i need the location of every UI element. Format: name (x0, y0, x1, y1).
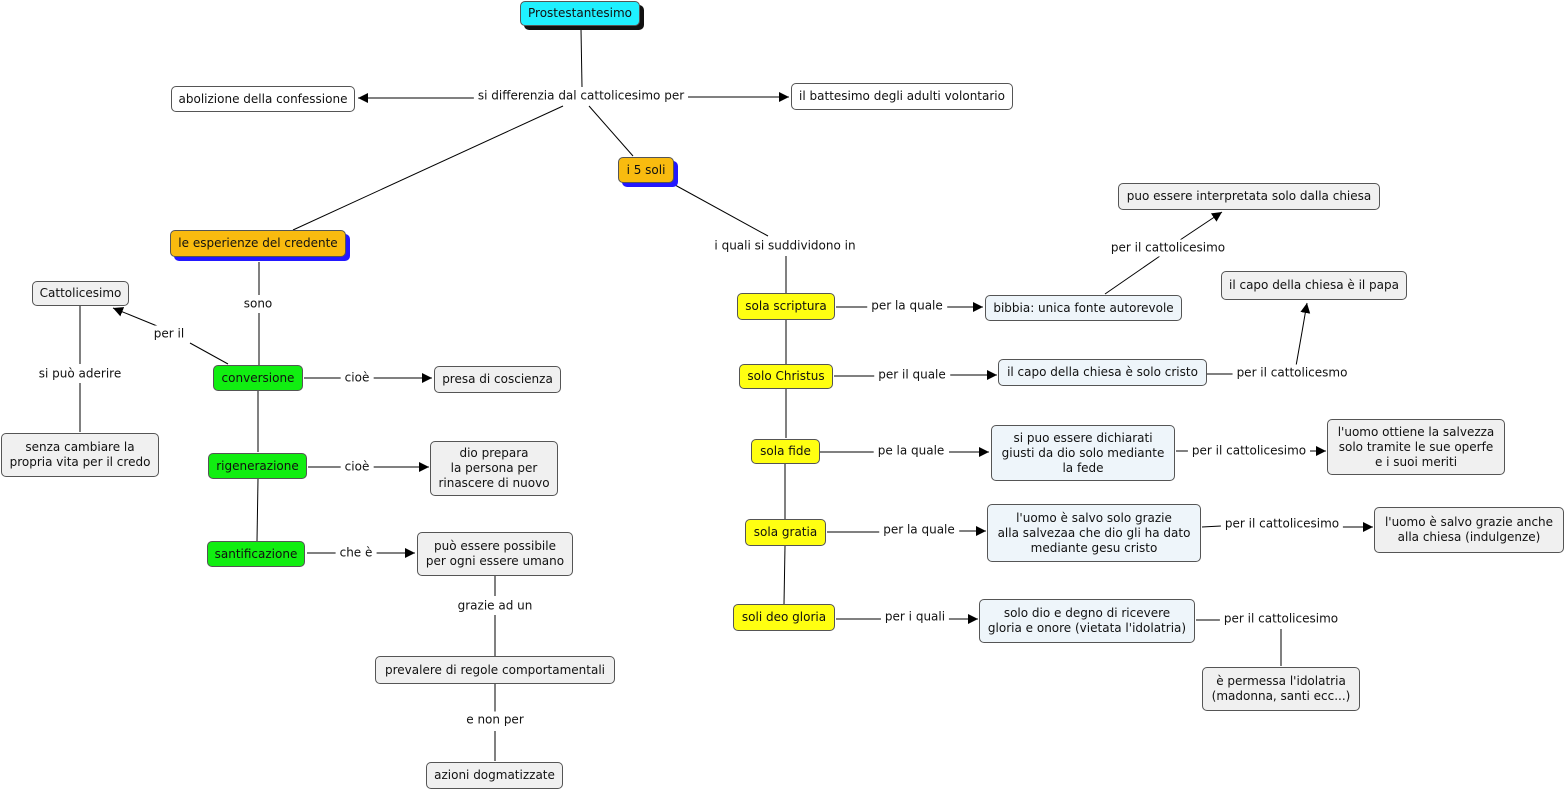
link-label-si-differenzia: si differenzia dal cattolicesimo per (473, 87, 689, 105)
concept-salvezza-opere[interactable]: l'uomo ottiene la salvezza solo tramite … (1327, 419, 1505, 475)
link-line (783, 545, 786, 605)
link-label-i-quali: i quali si suddividono in (710, 237, 860, 255)
concept-soli-deo-gloria[interactable]: soli deo gloria (733, 604, 835, 631)
link-line (189, 342, 229, 365)
link-line (1295, 331, 1303, 367)
concept-solo-dio-gloria[interactable]: solo dio e degno di ricevere gloria e on… (979, 599, 1195, 643)
link-label-per-il-cattolicesimo: per il cattolicesimo (1106, 239, 1230, 257)
link-label-e-non-per: e non per (462, 711, 528, 729)
link-arrow (1300, 302, 1311, 333)
link-label-per-la-quale: per la quale (879, 521, 959, 539)
link-label-pe-la-quale: pe la quale (873, 442, 949, 460)
concept-idolatria-permessa[interactable]: è permessa l'idolatria (madonna, santi e… (1202, 667, 1360, 711)
concept-abolizione-confessione[interactable]: abolizione della confessione (171, 86, 355, 112)
concept-presa-coscienza[interactable]: presa di coscienza (434, 366, 561, 393)
link-label-per-il-cattolicesimo: per il cattolicesimo (1220, 515, 1344, 533)
link-label-per-il-cattolicesimo: per il cattolicesimo (1219, 610, 1343, 628)
link-label-per-il-cattolicesimo: per il cattolicesimo (1187, 442, 1311, 460)
concept-interpretata-chiesa[interactable]: puo essere interpretata solo dalla chies… (1118, 183, 1380, 210)
concept-prostestantesimo[interactable]: Prostestantesimo (520, 1, 640, 26)
link-label-che-e: che è (335, 544, 377, 562)
link-label-per-il: per il (149, 325, 189, 343)
concept-salvo-chiesa-indulgenze[interactable]: l'uomo è salvo grazie anche alla chiesa … (1374, 507, 1564, 553)
link-label-cioe: cioè (340, 458, 374, 476)
concept-santificazione[interactable]: santificazione (207, 541, 305, 567)
link-arrow (112, 307, 163, 329)
concept-azioni-dogmatizzate[interactable]: azioni dogmatizzate (426, 762, 563, 789)
concept-possibile-ogni-essere[interactable]: può essere possibile per ogni essere uma… (417, 532, 573, 576)
concept-rigenerazione[interactable]: rigenerazione (208, 453, 307, 479)
concept-prevalere-regole[interactable]: prevalere di regole comportamentali (375, 656, 615, 684)
concept-dichiarati-giusti[interactable]: si puo essere dichiarati giusti da dio s… (991, 425, 1175, 481)
link-label-cioe: cioè (340, 369, 374, 387)
concept-dio-prepara[interactable]: dio prepara la persona per rinascere di … (430, 441, 558, 496)
concept-i-5-soli[interactable]: i 5 soli (618, 157, 674, 183)
link-label-per-il-cattolicesmo: per il cattolicesmo (1232, 364, 1352, 382)
concept-salvo-grazie[interactable]: l'uomo è salvo solo grazie alla salvezaa… (987, 504, 1201, 562)
link-arrow (1179, 211, 1223, 241)
link-line (674, 184, 769, 237)
concept-cattolicesimo[interactable]: Cattolicesimo (32, 281, 129, 306)
concept-battesimo-adulti[interactable]: il battesimo degli adulti volontario (791, 83, 1013, 110)
concept-bibbia-fonte[interactable]: bibbia: unica fonte autorevole (985, 295, 1182, 321)
link-line (292, 105, 564, 231)
concept-sola-scriptura[interactable]: sola scriptura (737, 293, 835, 320)
concept-sola-gratia[interactable]: sola gratia (745, 519, 826, 546)
concept-solo-christus[interactable]: solo Christus (739, 364, 833, 389)
link-label-per-la-quale: per la quale (867, 297, 947, 315)
link-line (588, 105, 634, 157)
link-line (256, 478, 259, 542)
concept-capo-papa[interactable]: il capo della chiesa è il papa (1221, 271, 1407, 300)
link-label-grazie-ad-un: grazie ad un (453, 597, 537, 615)
concept-conversione[interactable]: conversione (213, 365, 303, 391)
concept-esperienze-credente[interactable]: le esperienze del credente (170, 230, 346, 257)
link-label-per-il-quale: per il quale (874, 366, 950, 384)
concept-capo-solo-cristo[interactable]: il capo della chiesa è solo cristo (998, 359, 1207, 386)
link-line (1201, 525, 1222, 528)
concept-senza-cambiare[interactable]: senza cambiare la propria vita per il cr… (1, 433, 159, 477)
link-label-sono: sono (239, 295, 277, 313)
link-label-si-puo-aderire: si può aderire (34, 365, 126, 383)
link-label-per-i-quali: per i quali (880, 608, 950, 626)
link-line (1104, 255, 1161, 295)
concept-sola-fide[interactable]: sola fide (751, 439, 820, 464)
link-line (580, 28, 583, 88)
